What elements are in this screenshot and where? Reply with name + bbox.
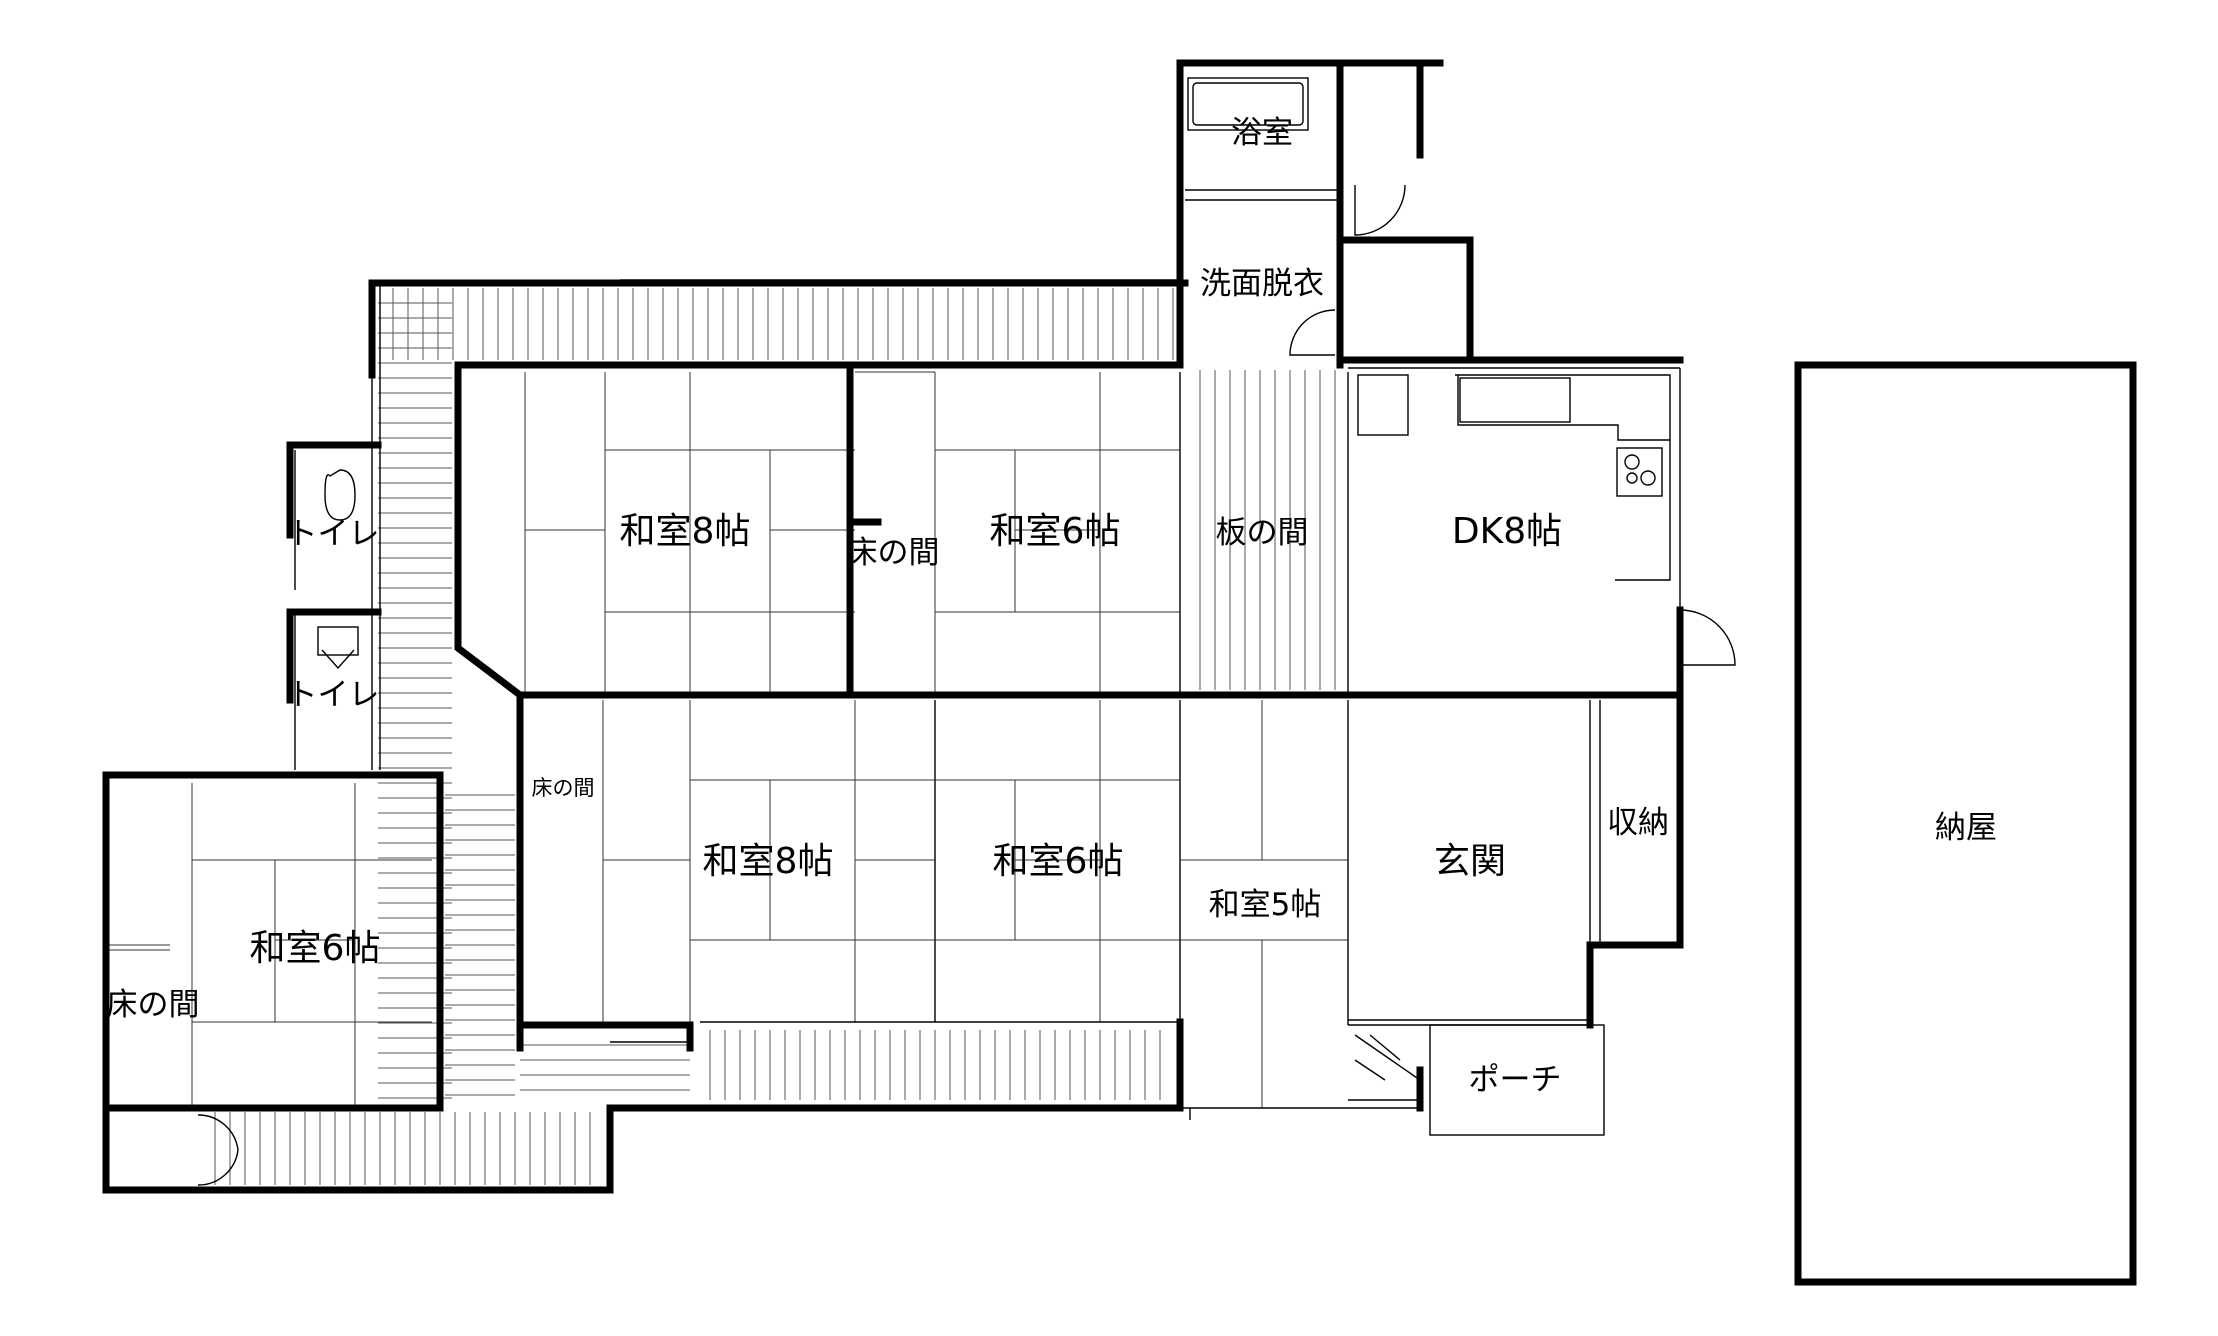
label-washitsu8-south: 和室8帖 <box>703 841 834 882</box>
walls <box>102 59 2137 1286</box>
door-swings <box>197 184 1736 1186</box>
label-toilet-2: トイレ <box>287 677 380 713</box>
label-naya: 納屋 <box>1935 810 1997 846</box>
floor-planks <box>214 288 1336 1185</box>
label-wash: 洗面脱衣 <box>1200 266 1324 302</box>
room-labels: 浴室 洗面脱衣 和室8帖 床の間 和室6帖 板の間 DK8帖 トイレ トイレ 床… <box>107 115 1998 1098</box>
label-washitsu5: 和室5帖 <box>1209 887 1322 923</box>
label-shuno: 収納 <box>1607 805 1669 841</box>
label-tokonoma-south: 床の間 <box>532 776 595 800</box>
label-toilet-1: トイレ <box>287 516 380 552</box>
tatami-lines <box>108 77 1681 1136</box>
label-tokonoma-west: 床の間 <box>107 987 200 1023</box>
label-dk: DK8帖 <box>1452 511 1562 552</box>
label-washitsu6-north: 和室6帖 <box>990 511 1121 552</box>
label-itanoma: 板の間 <box>1216 515 1309 551</box>
label-washitsu6-west: 和室6帖 <box>250 928 381 969</box>
label-tokonoma-north: 床の間 <box>847 535 940 571</box>
label-washitsu8-north: 和室8帖 <box>620 511 751 552</box>
label-genkan: 玄関 <box>1434 841 1506 882</box>
label-porch: ポーチ <box>1469 1062 1562 1098</box>
label-bath: 浴室 <box>1231 115 1293 151</box>
label-washitsu6-south: 和室6帖 <box>993 841 1124 882</box>
